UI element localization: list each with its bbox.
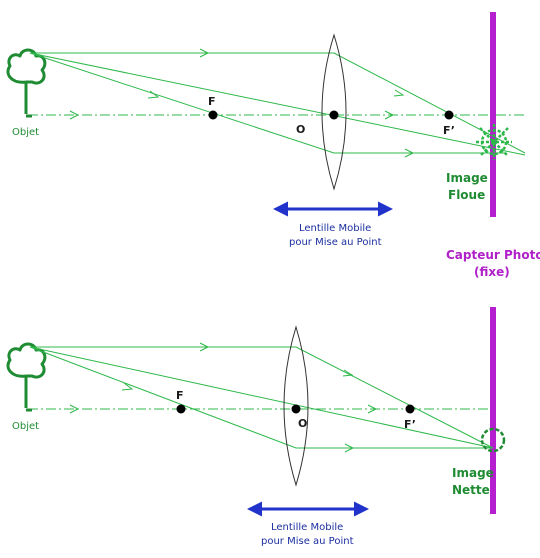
focal-point-f-prime: [444, 110, 454, 120]
bottom-image-label-2: Nette: [452, 483, 490, 497]
label-f-prime: F’: [404, 418, 416, 431]
object-label: Objet: [12, 127, 39, 138]
bottom-diagram: Objet F O F’ Image Nette Lentille Mobile…: [6, 307, 506, 547]
mobile-lens-label-2: pour Mise au Point: [289, 237, 382, 248]
tree-icon: [6, 342, 47, 412]
ray-arrowheads: [69, 342, 378, 453]
ray-arrowheads: [69, 48, 415, 158]
tree-icon: [6, 48, 47, 118]
optical-center: [329, 110, 339, 120]
sensor-bar: [490, 307, 496, 514]
optical-center: [291, 404, 301, 414]
top-image-label-1: Image: [446, 171, 488, 185]
mobile-lens-label-1: Lentille Mobile: [271, 522, 343, 533]
focal-point-f: [208, 110, 218, 120]
top-diagram: Objet F O F’: [6, 12, 526, 248]
mobile-lens-label-2: pour Mise au Point: [261, 536, 354, 547]
sensor-bar: [490, 12, 496, 217]
label-f: F: [176, 389, 184, 402]
blur-burst-icon: [476, 124, 512, 160]
mobile-lens-label-1: Lentille Mobile: [299, 223, 371, 234]
lens: [283, 325, 309, 487]
light-rays: [29, 52, 526, 156]
bottom-image-label-1: Image: [452, 466, 494, 480]
object-label: Objet: [12, 421, 39, 432]
focal-point-f-prime: [405, 404, 415, 414]
label-o: O: [298, 417, 307, 430]
label-f-prime: F’: [443, 124, 455, 137]
label-f: F: [208, 95, 216, 108]
sensor-label-2: (fixe): [474, 265, 510, 279]
sharp-circle-icon: [480, 427, 506, 453]
light-rays: [29, 346, 494, 449]
focal-point-f: [176, 404, 186, 414]
lens: [321, 33, 347, 191]
sensor-label-1: Capteur Photo: [446, 248, 540, 262]
top-image-label-2: Floue: [448, 188, 485, 202]
label-o: O: [296, 123, 305, 136]
